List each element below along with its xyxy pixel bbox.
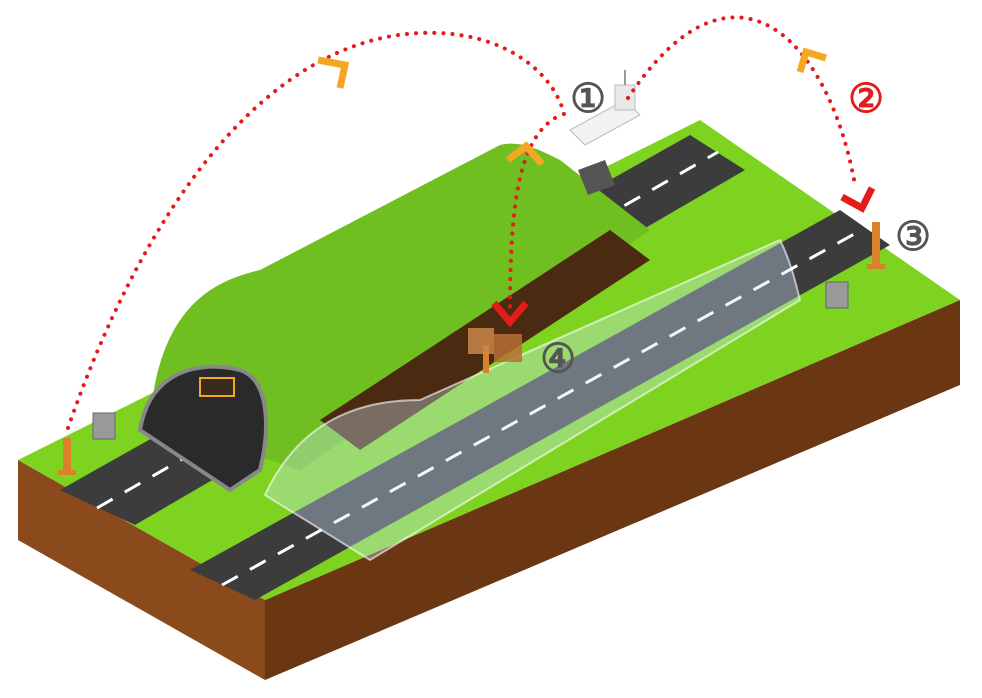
sign-icon bbox=[199, 377, 235, 397]
tunnel-structure bbox=[137, 143, 802, 562]
boxes-icon bbox=[468, 328, 522, 362]
equipment bbox=[58, 70, 885, 475]
marker-2: ② bbox=[848, 77, 884, 121]
soil-left-face bbox=[18, 460, 265, 680]
marker-3: ③ bbox=[895, 215, 931, 259]
arrow-up-3 bbox=[796, 47, 828, 74]
flow-arrows bbox=[317, 47, 876, 328]
building-icon bbox=[569, 70, 641, 146]
flow-1 bbox=[66, 30, 567, 430]
soil-right-face bbox=[265, 300, 960, 680]
flow-3 bbox=[508, 116, 557, 312]
glass-canopy bbox=[263, 238, 802, 562]
arrow-up-2 bbox=[505, 141, 545, 167]
arrow-down-2 bbox=[840, 186, 876, 213]
marker-1: ① bbox=[570, 77, 606, 121]
arrow-down-1 bbox=[491, 300, 529, 328]
cabinet-icon bbox=[92, 412, 116, 440]
cabinet-icon bbox=[825, 281, 849, 309]
sensor-pole-icon bbox=[867, 222, 885, 269]
numbered-markers: ① ② ③ ④ bbox=[540, 77, 931, 381]
sensor-pole-icon bbox=[483, 345, 489, 373]
truck-icon bbox=[578, 160, 615, 195]
tunnel-portal bbox=[137, 364, 268, 493]
sensor-pole-icon bbox=[58, 438, 76, 475]
marker-4: ④ bbox=[540, 337, 576, 381]
data-flows bbox=[66, 15, 857, 430]
flow-2 bbox=[626, 15, 857, 187]
lane-mark-near bbox=[221, 226, 866, 587]
road-near bbox=[190, 210, 890, 600]
tunnel-mound bbox=[150, 143, 650, 470]
arrow-up-1 bbox=[317, 56, 350, 89]
